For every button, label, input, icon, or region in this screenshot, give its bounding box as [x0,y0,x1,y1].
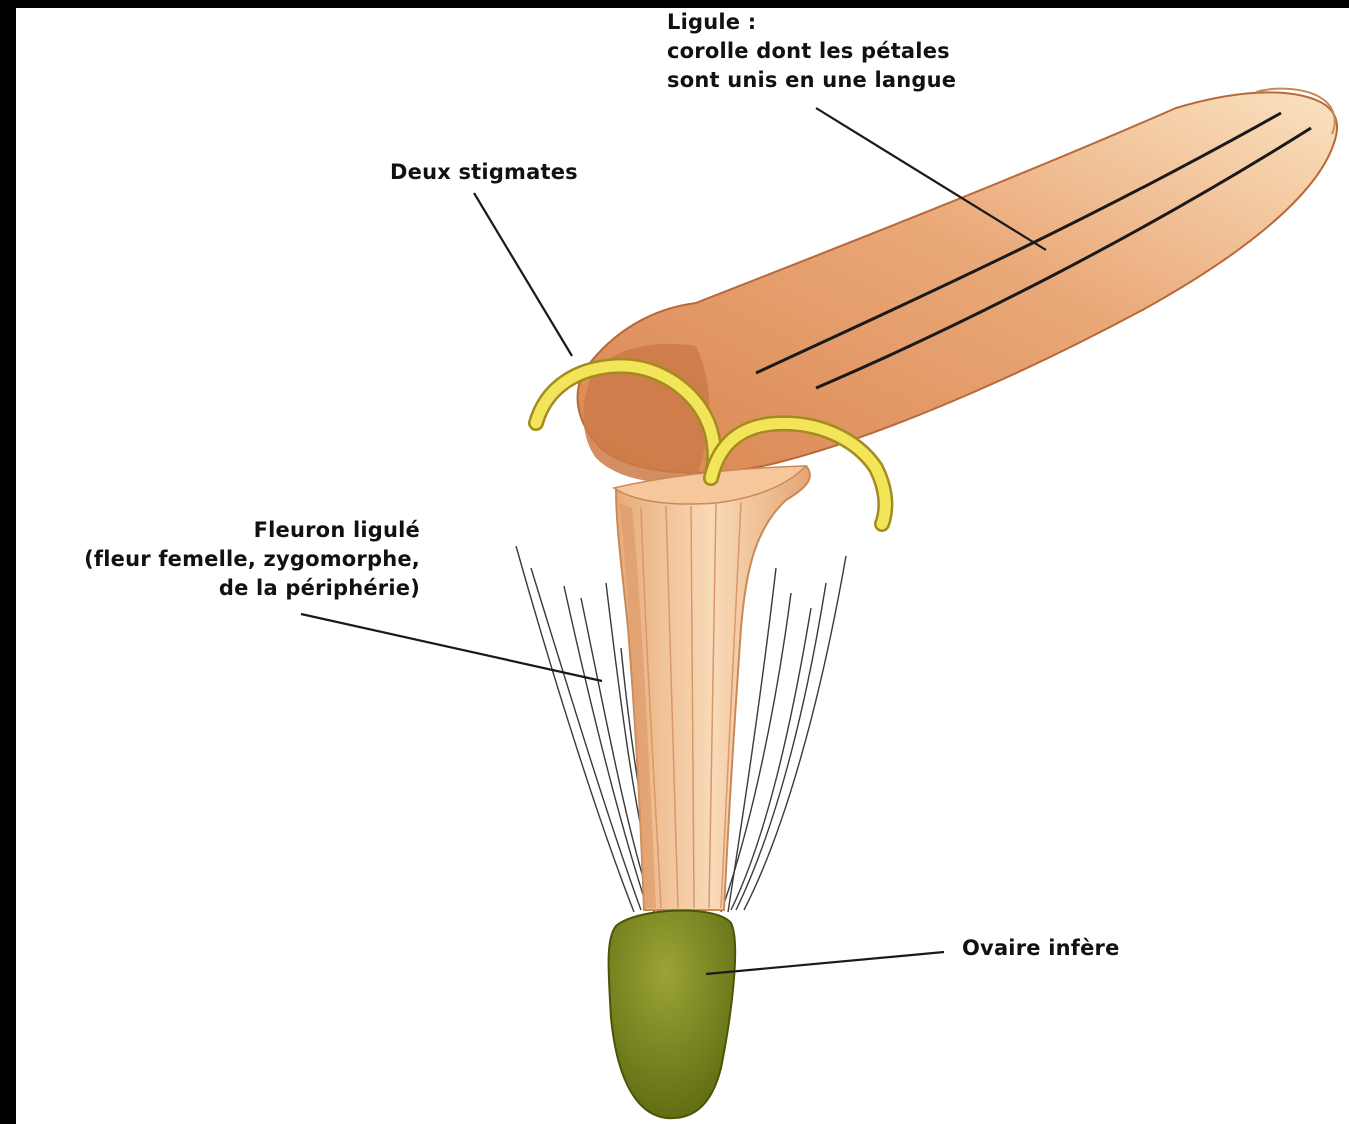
leader-fleuron [301,614,602,681]
label-ovaire: Ovaire infère [962,934,1120,963]
label-ligule: Ligule : corolle dont les pétales sont u… [667,8,956,95]
label-ligule-line3: sont unis en une langue [667,66,956,95]
ovary [609,911,736,1119]
label-stigmates: Deux stigmates [390,158,578,187]
diagram-canvas: Ligule : corolle dont les pétales sont u… [16,8,1349,1124]
label-fleuron-line3: de la périphérie) [16,574,420,603]
leader-stigmates [474,193,572,356]
label-ligule-line2: corolle dont les pétales [667,37,956,66]
leader-ovaire [706,952,944,974]
label-fleuron-line2: (fleur femelle, zygomorphe, [16,545,420,574]
label-ligule-title: Ligule : [667,8,956,37]
label-fleuron-title: Fleuron ligulé [16,516,420,545]
label-fleuron: Fleuron ligulé (fleur femelle, zygomorph… [16,516,420,603]
